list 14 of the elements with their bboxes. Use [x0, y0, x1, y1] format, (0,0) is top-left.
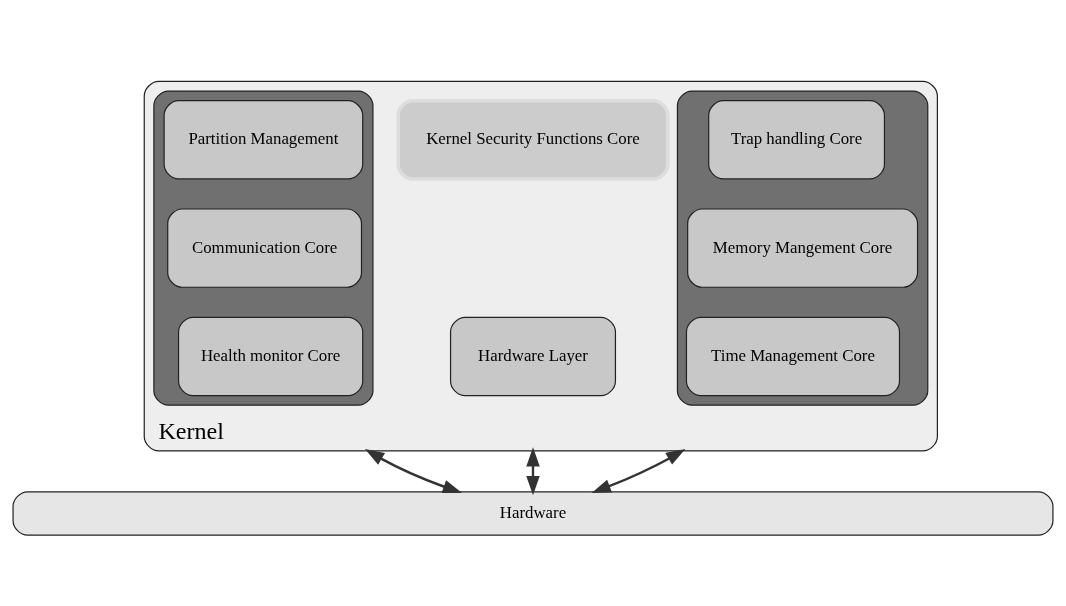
node-box: Time Management Core: [685, 316, 901, 396]
node-box: Kernel Security Functions Core: [396, 98, 670, 181]
cluster: [676, 89, 929, 406]
cluster: [153, 89, 374, 406]
node-box: Hardware Layer: [449, 316, 617, 396]
arrow: [364, 448, 463, 493]
node-box: Partition Management: [163, 99, 364, 180]
node-box: Health monitor Core: [177, 316, 364, 396]
node-box: Communication Core: [167, 207, 363, 288]
node-box: Hardware: [12, 490, 1054, 536]
node-box: Memory Mangement Core: [687, 207, 919, 288]
node-box: Trap handling Core: [708, 99, 886, 180]
arrow: [526, 446, 540, 495]
arrow: [591, 448, 686, 493]
